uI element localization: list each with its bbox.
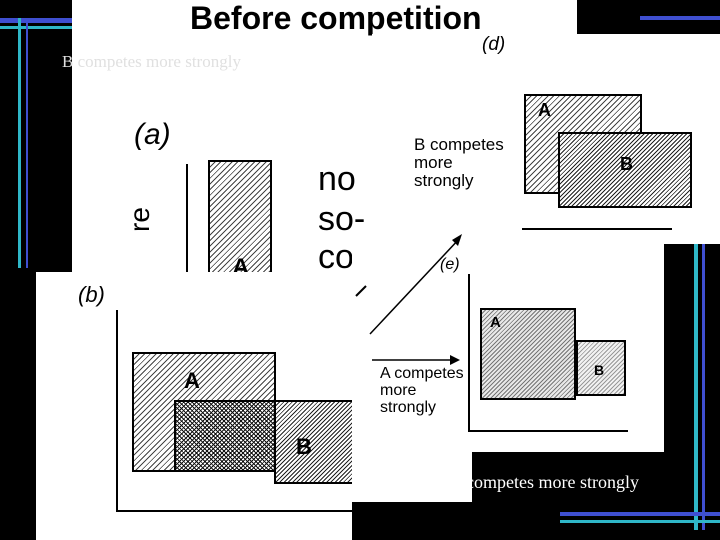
slide-title: Before competition xyxy=(190,0,482,36)
panel-d-axis-x xyxy=(522,228,672,230)
panel-a-y-axis xyxy=(186,164,188,272)
decor-bar-top-left-2 xyxy=(0,26,72,29)
panel-e-x-axis xyxy=(468,430,628,432)
decor-bar-right-vertical xyxy=(694,240,698,530)
panel-b-box-overlap xyxy=(174,400,276,472)
panel-e-box-a-label: A xyxy=(490,314,501,331)
panel-a-box-a: A xyxy=(208,160,272,281)
panel-a-fragment-2: so- xyxy=(318,200,366,238)
panel-e-box-b-label: B xyxy=(594,362,605,378)
panel-e: (e) A B A competes more strongly rature xyxy=(352,240,664,499)
panel-b-box-b: B xyxy=(274,400,352,484)
decor-bar-bottom xyxy=(560,512,720,516)
decor-bar-right-vertical-2 xyxy=(702,240,705,530)
decor-bar-left-vertical-2 xyxy=(26,18,28,268)
panel-d-box-a-label: A xyxy=(538,100,551,120)
decor-bar-bottom-2 xyxy=(560,520,720,523)
panel-e-box-b: B xyxy=(576,340,626,396)
panel-a-fragment-1: no xyxy=(318,160,356,198)
panel-b: (b) A B xyxy=(36,272,352,540)
panel-a-axis-fragment: re xyxy=(124,207,155,232)
panel-d-label: (d) xyxy=(482,34,506,55)
panel-e-note: A competes more strongly xyxy=(380,365,464,416)
decor-bar-top-left xyxy=(0,18,72,23)
panel-d: (d) A B B competes more strongly xyxy=(372,34,720,244)
panel-b-x-axis xyxy=(116,510,352,512)
decor-bar-top-right xyxy=(640,16,720,20)
panel-e-y-axis xyxy=(468,274,470,432)
caption-top: B competes more strongly xyxy=(62,52,241,71)
panel-e-label: (e) xyxy=(440,256,460,273)
panel-b-label: (b) xyxy=(78,282,105,307)
caption-bottom: competes more strongly xyxy=(466,472,639,492)
panel-d-note: B competes more strongly xyxy=(414,135,504,190)
panel-b-y-axis xyxy=(116,310,118,512)
panel-d-box-b-label: B xyxy=(620,154,633,174)
decor-bar-left-vertical xyxy=(18,18,21,268)
panel-b-box-a-label: A xyxy=(184,368,200,393)
panel-a-bottom-strip xyxy=(352,452,472,502)
panel-a-label: (a) xyxy=(134,118,171,151)
panel-e-box-a: A xyxy=(480,308,576,400)
panel-b-box-b-label: B xyxy=(296,434,312,459)
panel-d-box-b: B xyxy=(558,132,692,208)
